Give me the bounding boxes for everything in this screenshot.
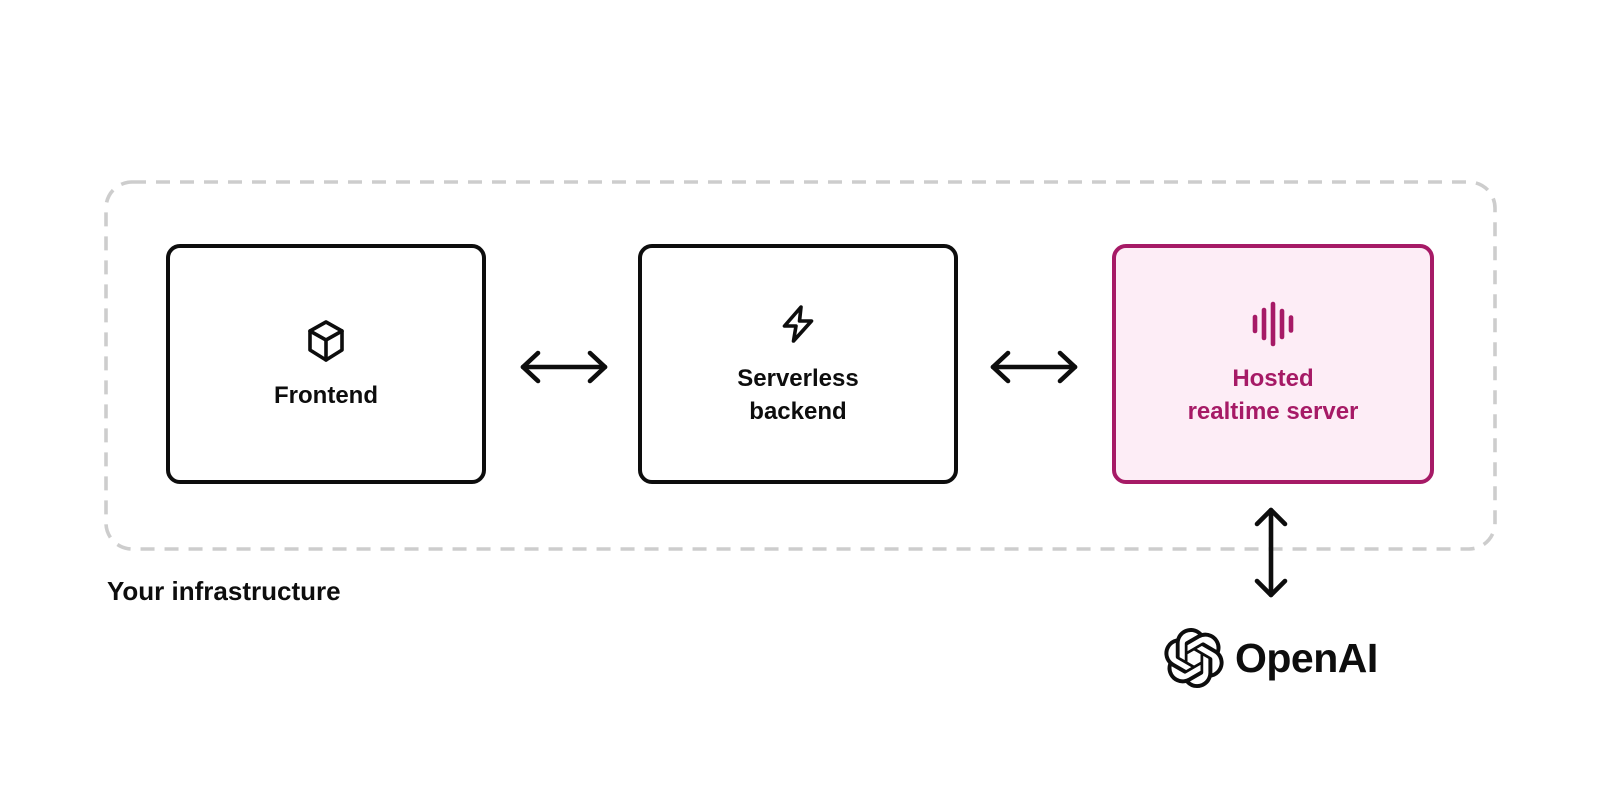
node-label: Serverless backend (737, 362, 858, 428)
infrastructure-boundary (104, 180, 1497, 551)
infrastructure-label: Your infrastructure (107, 576, 341, 606)
openai-logo: OpenAI (1164, 628, 1378, 689)
node-label: Frontend (274, 379, 378, 412)
openai-wordmark: OpenAI (1235, 634, 1378, 681)
node-frontend: Frontend (166, 244, 486, 484)
cube-icon (302, 317, 350, 365)
arrow-frontend-backend (516, 348, 612, 386)
node-label-line: backend (749, 398, 847, 425)
openai-logo-icon (1164, 628, 1224, 689)
node-serverless-backend: Serverless backend (638, 244, 958, 484)
arrow-realtime-openai (1251, 503, 1291, 602)
node-label: Hosted realtime server (1188, 362, 1359, 428)
bolt-icon (774, 300, 822, 348)
node-hosted-realtime-server: Hosted realtime server (1112, 244, 1434, 484)
waveform-icon (1249, 300, 1297, 348)
node-label-line: Serverless (737, 365, 859, 392)
arrow-backend-realtime (986, 348, 1082, 386)
node-label-line: realtime server (1187, 398, 1359, 425)
node-label-line: Hosted (1232, 365, 1314, 392)
node-label-line: Frontend (274, 381, 378, 409)
